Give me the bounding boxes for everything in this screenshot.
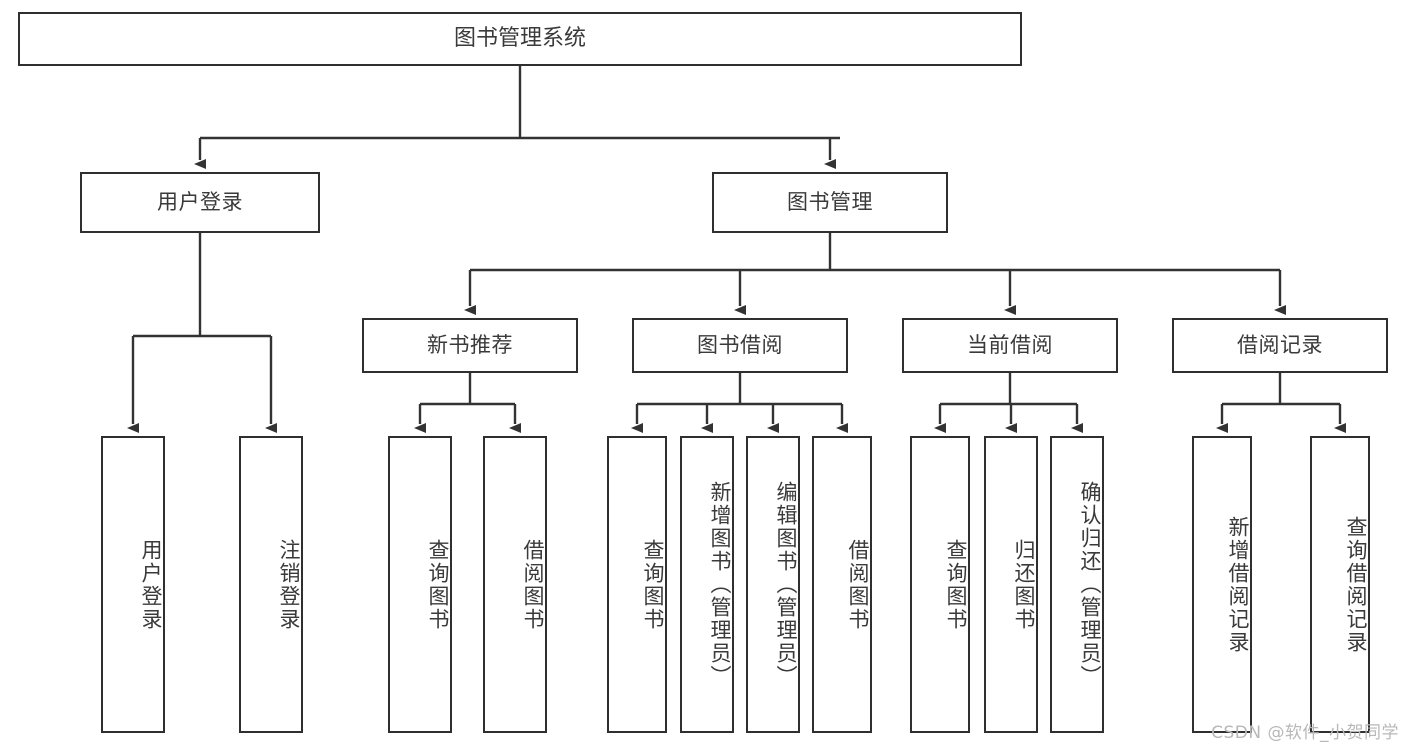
leaf-add-book-admin[interactable]: 新增图书（管理员）	[680, 436, 734, 733]
node-book-borrow[interactable]: 图书借阅	[632, 318, 848, 373]
node-user-login-label: 用户登录	[157, 190, 243, 215]
node-borrow-record-label: 借阅记录	[1237, 333, 1323, 358]
leaf-edit-book-admin[interactable]: 编辑图书（管理员）	[746, 436, 800, 733]
leaf-label: 新增图书（管理员）	[708, 481, 732, 688]
leaf-confirm-return-admin[interactable]: 确认归还（管理员）	[1050, 436, 1104, 733]
node-root[interactable]: 图书管理系统	[18, 12, 1022, 66]
leaf-query-book-current[interactable]: 查询图书	[910, 436, 970, 733]
leaf-label: 注销登录	[277, 538, 301, 631]
node-book-management[interactable]: 图书管理	[712, 172, 948, 233]
leaf-label: 归还图书	[1012, 538, 1036, 631]
node-root-label: 图书管理系统	[453, 26, 586, 52]
leaf-query-book-recommend[interactable]: 查询图书	[388, 436, 452, 733]
node-borrow-record[interactable]: 借阅记录	[1172, 318, 1388, 373]
leaf-label: 新增借阅记录	[1226, 515, 1250, 654]
leaf-logout[interactable]: 注销登录	[239, 436, 303, 733]
node-book-borrow-label: 图书借阅	[697, 333, 783, 358]
node-current-borrow[interactable]: 当前借阅	[902, 318, 1118, 373]
node-new-book-recommend[interactable]: 新书推荐	[362, 318, 578, 373]
node-user-login[interactable]: 用户登录	[80, 172, 320, 233]
watermark-text: CSDN @软件_小贺同学	[1211, 723, 1399, 743]
leaf-label: 查询借阅记录	[1344, 515, 1368, 654]
leaf-label: 编辑图书（管理员）	[774, 481, 798, 688]
leaf-label: 查询图书	[426, 538, 450, 631]
leaf-add-borrow-record[interactable]: 新增借阅记录	[1192, 436, 1252, 733]
leaf-borrow-book-recommend[interactable]: 借阅图书	[483, 436, 547, 733]
leaf-user-login[interactable]: 用户登录	[101, 436, 165, 733]
node-new-book-recommend-label: 新书推荐	[427, 333, 513, 358]
leaf-label: 查询图书	[944, 538, 968, 631]
node-current-borrow-label: 当前借阅	[967, 333, 1053, 358]
leaf-label: 借阅图书	[521, 538, 545, 631]
leaf-borrow-book[interactable]: 借阅图书	[812, 436, 872, 733]
leaf-label: 借阅图书	[846, 538, 870, 631]
node-book-management-label: 图书管理	[787, 190, 873, 215]
leaf-return-book[interactable]: 归还图书	[984, 436, 1038, 733]
leaf-label: 查询图书	[641, 538, 665, 631]
leaf-query-borrow-record[interactable]: 查询借阅记录	[1310, 436, 1370, 733]
leaf-label: 确认归还（管理员）	[1078, 481, 1102, 688]
leaf-query-book-borrow[interactable]: 查询图书	[607, 436, 667, 733]
leaf-label: 用户登录	[139, 538, 163, 631]
